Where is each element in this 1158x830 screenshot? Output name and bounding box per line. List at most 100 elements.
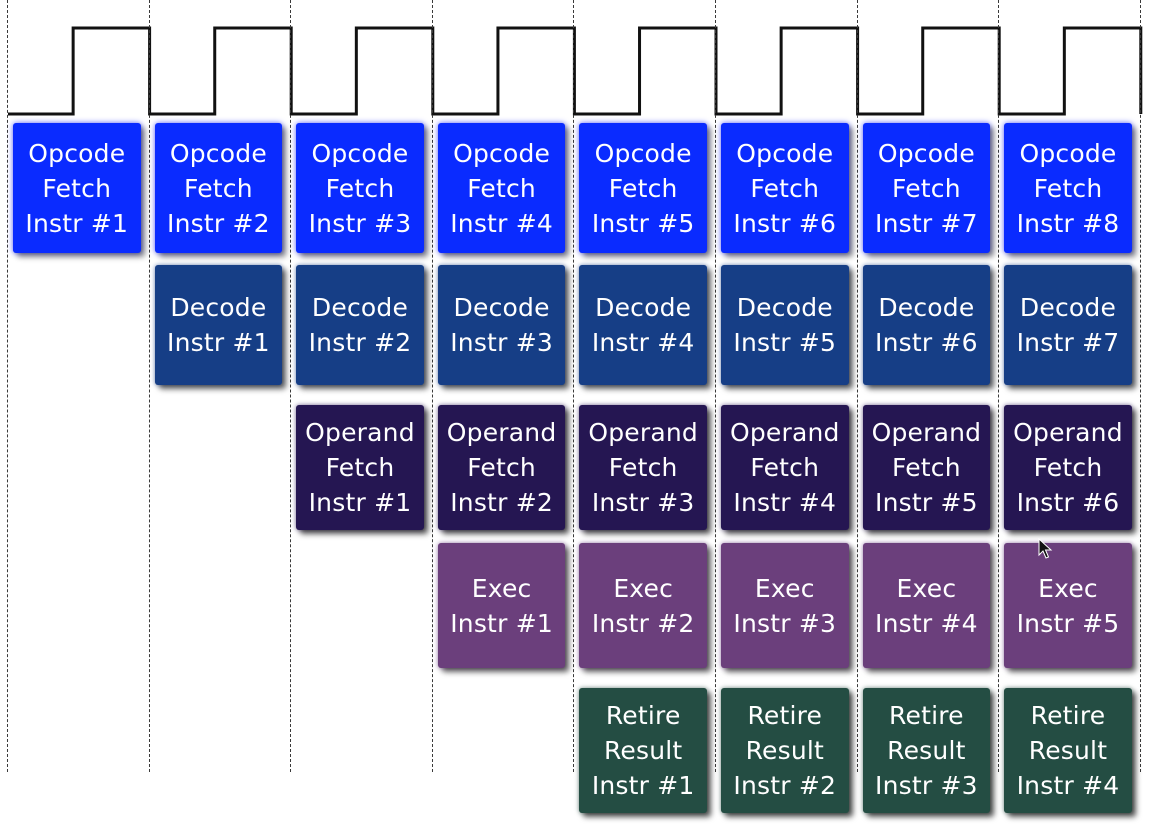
stage-block-line: Instr #5	[591, 208, 695, 238]
stage-block-line: Opcode	[1019, 138, 1117, 168]
stage-block-line: Operand	[305, 418, 415, 447]
cycle-boundary-line	[148, 0, 150, 772]
stage-block-line: Instr #1	[25, 208, 129, 238]
stage-block-line: Operand	[1013, 418, 1123, 447]
stage-block-line: Retire	[747, 701, 823, 730]
stage-block-line: Instr #7	[875, 208, 978, 238]
stage-block-line: Instr #4	[1016, 771, 1120, 800]
stage-block-line: Opcode	[28, 138, 126, 168]
stage-block-line: Opcode	[169, 138, 267, 168]
stage-block-line: Fetch	[467, 173, 536, 203]
stage-block-line: Decode	[878, 293, 975, 322]
stage-block-line: Operand	[729, 418, 840, 447]
cycle-boundary-line	[290, 0, 292, 772]
cycle-boundary-line	[7, 0, 8, 772]
stage-block-line: Exec	[754, 573, 815, 603]
stage-block-line: Result	[1028, 736, 1108, 765]
stage-block-line: Fetch	[325, 173, 395, 203]
stage-block-line: Instr #2	[308, 328, 412, 357]
stage-block-line: Instr #1	[591, 771, 695, 800]
stage-block-line: Instr #1	[450, 608, 553, 638]
clock-signal	[8, 26, 1143, 116]
stage-block-line: Instr #1	[308, 488, 412, 517]
stage-block-line: Instr #4	[591, 328, 695, 357]
stage-block-line: Fetch	[608, 453, 678, 482]
stage-block-line: Result	[603, 736, 683, 765]
stage-block-line: Instr #5	[733, 328, 837, 357]
stage-block-line: Instr #8	[1016, 208, 1120, 238]
stage-block-line: Instr #6	[733, 208, 837, 238]
stage-block-line: Decode	[595, 293, 692, 322]
cycle-boundary-line	[715, 0, 716, 772]
stage-block-line: Fetch	[891, 173, 961, 203]
stage-block-line: Instr #2	[167, 208, 270, 238]
stage-block-line: Fetch	[183, 173, 253, 203]
stage-block-line: Instr #5	[875, 488, 978, 517]
stage-block-line: Decode	[170, 293, 267, 322]
stage-block-line: Exec	[896, 573, 957, 603]
stage-block-line: Opcode	[453, 138, 551, 168]
stage-block-line: Opcode	[594, 138, 692, 168]
stage-block-line: Instr #2	[733, 771, 837, 800]
stage-block-line: Instr #4	[875, 608, 978, 638]
stage-block-line: Instr #6	[1016, 488, 1120, 517]
stage-block-line: Result	[887, 736, 966, 765]
stage-block-line: Opcode	[877, 138, 975, 168]
stage-block-line: Fetch	[1033, 453, 1103, 482]
stage-block-line: Fetch	[1033, 173, 1103, 203]
stage-block-line: Retire	[889, 701, 964, 730]
stage-block-line: Fetch	[891, 453, 961, 482]
stage-block-line: Fetch	[325, 453, 395, 482]
stage-block-line: Instr #3	[591, 488, 695, 517]
stage-block-line: Decode	[453, 293, 550, 322]
stage-block-line: Opcode	[311, 138, 409, 168]
cycle-boundary-line	[1139, 0, 1141, 772]
cycle-boundary-line	[573, 0, 575, 772]
stage-block-line: Operand	[588, 418, 698, 447]
stage-block-line: Opcode	[736, 138, 834, 168]
cycle-boundary-line	[856, 0, 858, 772]
stage-block-line: Result	[745, 736, 825, 765]
stage-block-line: Retire	[1030, 701, 1106, 730]
stage-block-line: Instr #3	[875, 771, 978, 800]
stage-block-line: Instr #5	[1016, 608, 1120, 638]
stage-block-line: Instr #2	[450, 488, 553, 517]
stage-block-line: Fetch	[608, 173, 678, 203]
stage-block-line: Fetch	[42, 173, 112, 203]
stage-block-line: Retire	[605, 701, 681, 730]
stage-block-line: Instr #4	[450, 208, 553, 238]
stage-block-line: Fetch	[467, 453, 536, 482]
stage-block-line: Instr #3	[308, 208, 412, 238]
mouse-cursor-icon	[1038, 538, 1053, 559]
clock-waveform	[8, 26, 1143, 116]
stage-block-line: Instr #2	[591, 608, 695, 638]
stage-block-line: Exec	[613, 573, 674, 603]
